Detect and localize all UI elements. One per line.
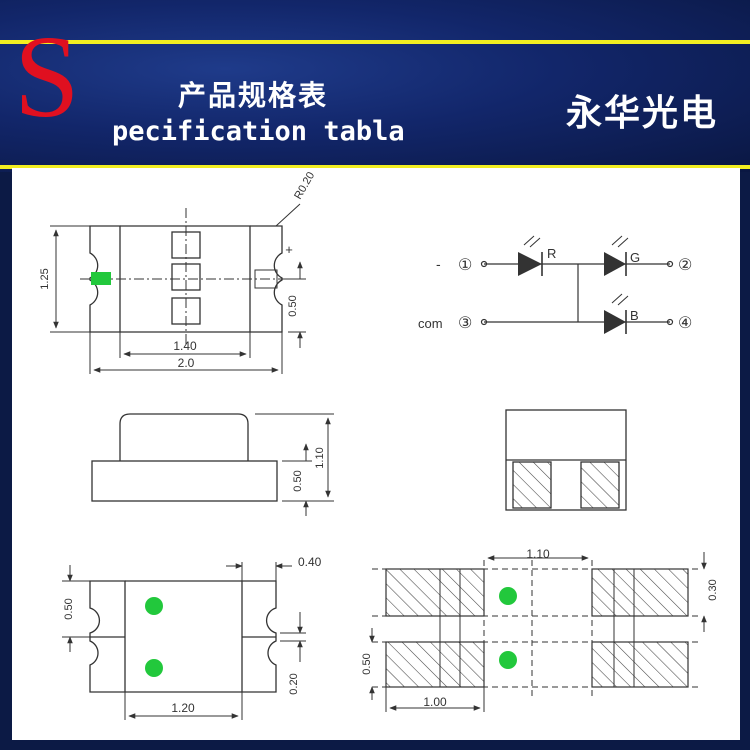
- page-title-en: pecification tabla: [112, 116, 405, 147]
- led-b-label: B: [630, 308, 639, 323]
- end-view: [505, 409, 627, 511]
- dim-footprint-bottom: 1.00: [423, 695, 447, 709]
- pin-1-label: ①: [458, 257, 472, 274]
- dim-total-height: 1.10: [314, 447, 326, 468]
- brand-name: 永华光电: [565, 93, 718, 134]
- footprint: [369, 552, 707, 712]
- dim-pad-pitch: 0.50: [63, 598, 75, 619]
- polarity-plus: +: [285, 242, 293, 257]
- dim-footprint-left: 0.50: [361, 653, 373, 674]
- drawing-panel: 1.25 0.50 1.40 2.0 R0.20 + - ① com ③ ② ④…: [12, 168, 740, 740]
- logo-letter: S: [14, 11, 80, 142]
- header-rule-bottom: [0, 165, 750, 169]
- dim-inner-width: 1.40: [173, 339, 197, 353]
- pad-dot-bottom: [145, 659, 163, 677]
- circuit-diagram: [480, 235, 674, 334]
- header-banner: [0, 0, 750, 172]
- dim-tab: 0.40: [298, 555, 322, 569]
- side-view: [91, 413, 334, 516]
- led-b-icon: [604, 310, 626, 334]
- dim-footprint-top: 1.10: [526, 547, 550, 561]
- dim-base-height: 0.50: [292, 470, 304, 491]
- led-r-label: R: [547, 246, 556, 261]
- com-label: com: [418, 316, 443, 331]
- header-rule-top: [0, 40, 750, 44]
- led-g-icon: [604, 252, 626, 276]
- footprint-dot-top: [499, 587, 517, 605]
- bottom-view: [62, 562, 306, 720]
- pin-2-label: ②: [678, 257, 692, 274]
- led-g-label: G: [630, 250, 640, 265]
- footprint-dot-bottom: [499, 651, 517, 669]
- spec-drawing: 1.25 0.50 1.40 2.0 R0.20 + - ① com ③ ② ④…: [39, 170, 719, 720]
- page-title-cn: 产品规格表: [178, 79, 329, 112]
- polarity-marker: [91, 272, 111, 285]
- dim-pitch: 0.50: [287, 295, 299, 316]
- pin-3-label: ③: [458, 315, 472, 332]
- dim-footprint-right: 0.30: [707, 579, 719, 600]
- pad-dot-top: [145, 597, 163, 615]
- dim-pad-width: 1.20: [171, 701, 195, 715]
- pin-4-label: ④: [678, 315, 692, 332]
- dim-pad-gap: 0.20: [288, 673, 300, 694]
- dim-outer-width: 2.0: [178, 356, 195, 370]
- top-view: [50, 203, 306, 374]
- dim-radius: R0.20: [292, 170, 317, 201]
- pin-minus: -: [436, 256, 441, 272]
- dim-height: 1.25: [39, 268, 51, 289]
- led-r-icon: [518, 252, 542, 276]
